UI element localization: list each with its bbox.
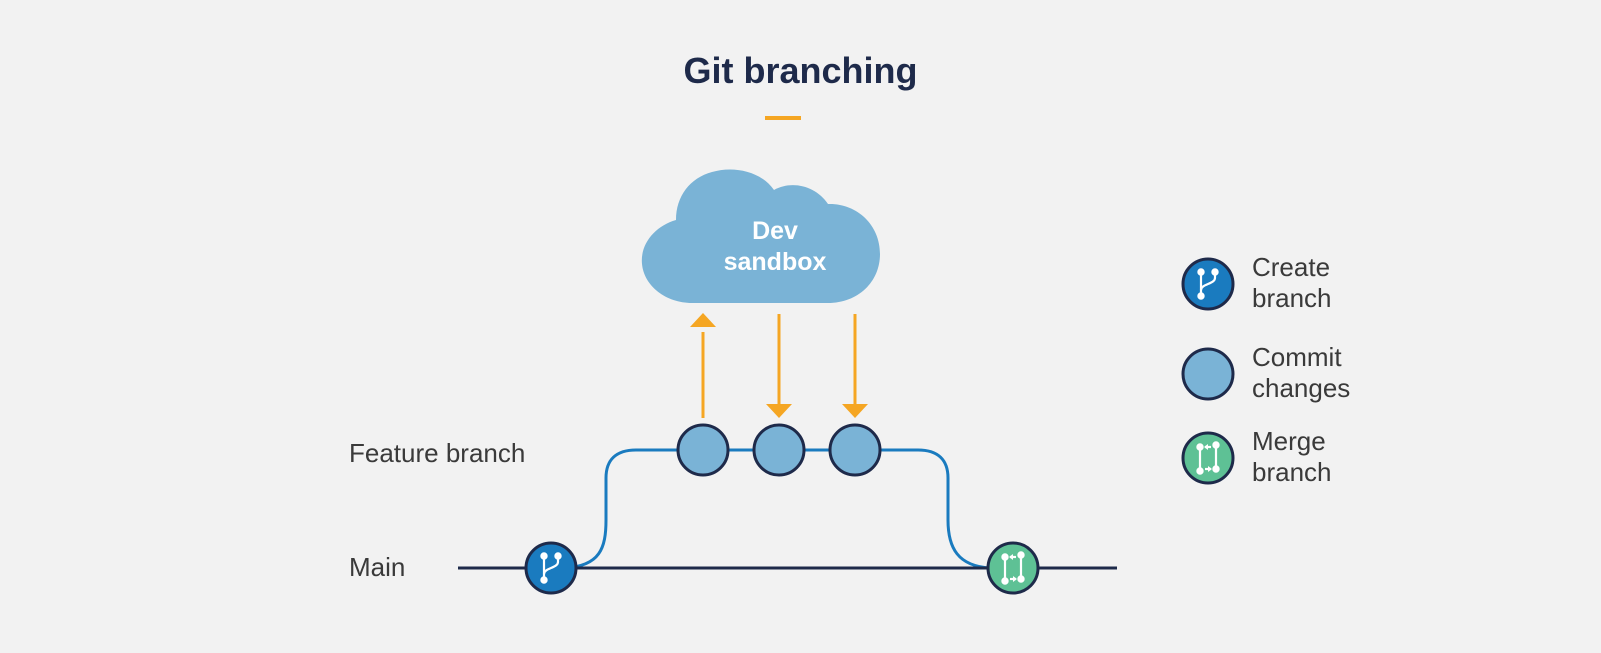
arrow-down-from-sandbox-2: [842, 314, 868, 418]
arrow-up-to-sandbox: [690, 313, 716, 418]
main-branch-label: Main: [349, 552, 406, 582]
merge-branch-node: [986, 541, 1040, 595]
create-branch-icon: [1181, 257, 1235, 311]
legend-create-line2: branch: [1252, 283, 1332, 313]
legend-create-branch-label: Create branch: [1252, 252, 1402, 314]
legend-commit-line2: changes: [1252, 373, 1351, 403]
cloud-label-line1: Dev: [752, 217, 798, 245]
legend-commit-changes: Commit changes: [1180, 342, 1402, 404]
legend-create-line1: Create: [1252, 252, 1331, 282]
commit-node-3: [828, 423, 882, 477]
commit-node-1: [676, 423, 730, 477]
cloud-label: Dev sandbox: [670, 216, 880, 278]
legend-merge-line1: Merge: [1252, 426, 1326, 456]
legend-merge-branch: Merge branch: [1180, 426, 1402, 488]
diagram-title: Git branching: [683, 50, 918, 91]
legend-merge-branch-label: Merge branch: [1252, 426, 1402, 488]
legend-create-branch: Create branch: [1180, 252, 1402, 314]
create-branch-icon: [540, 552, 562, 584]
create-branch-node: [524, 541, 578, 595]
feature-branch-line: [564, 448, 991, 570]
commit-node-2: [752, 423, 806, 477]
arrow-down-from-sandbox-1: [766, 314, 792, 418]
commit-icon: [1181, 347, 1235, 401]
legend-commit-changes-label: Commit changes: [1252, 342, 1402, 404]
dev-sandbox-cloud: [641, 169, 880, 303]
legend-merge-line2: branch: [1252, 457, 1332, 487]
legend-commit-line1: Commit: [1252, 342, 1342, 372]
merge-branch-icon: [1001, 551, 1025, 585]
title-underline: [765, 116, 801, 120]
cloud-label-line2: sandbox: [723, 248, 827, 276]
feature-branch-label: Feature branch: [349, 438, 526, 468]
merge-branch-icon: [1181, 431, 1235, 485]
